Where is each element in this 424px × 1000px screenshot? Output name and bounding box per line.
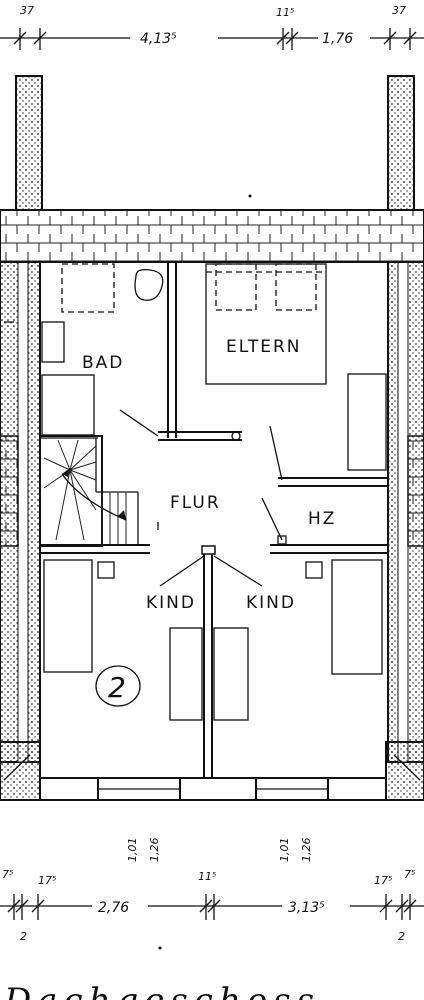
- dim-bottom-right-c: 2: [398, 930, 405, 943]
- room-label-flur: FLUR: [170, 493, 221, 513]
- dim-top-right-span: 1,76: [322, 31, 353, 47]
- dim-top-main: 4,13⁵: [140, 31, 177, 47]
- bottom-windows: [97, 777, 329, 801]
- unit-marker: 2: [95, 665, 141, 707]
- room-label-kind-left: KIND: [146, 593, 196, 613]
- dim-bottom-left-b: 17⁵: [38, 874, 56, 887]
- dim-window-left-2: 1,26: [148, 838, 161, 863]
- dim-bottom-span-right: 3,13⁵: [288, 900, 325, 916]
- dim-bottom-left-c: 2: [20, 930, 27, 943]
- top-dimension-line: 37 4,13⁵ 11⁵ 1,76 37: [0, 4, 424, 50]
- room-label-hz: HZ: [308, 509, 336, 529]
- bottom-dimension-line: 7⁵ 17⁵ 2 2,76 11⁵ 3,13⁵ 17⁵ 7⁵ 2: [0, 194, 424, 950]
- dim-bottom-left-a: 7⁵: [2, 868, 13, 881]
- dim-bottom-span-left: 2,76: [98, 900, 129, 916]
- unit-marker-number: 2: [108, 671, 126, 704]
- staircase: [0, 435, 424, 547]
- dim-window-left-1: 1,01: [126, 838, 139, 863]
- dim-bottom-right-a: 17⁵: [374, 874, 392, 887]
- dim-window-right-1: 1,01: [278, 838, 291, 863]
- brick-wall: [0, 209, 424, 263]
- dim-top-left-wall: 37: [20, 4, 34, 17]
- leader-lines: [119, 409, 287, 587]
- plan-title: Dachgeschoss: [3, 981, 320, 1000]
- window-dimensions: 1,01 1,26 1,01 1,26: [126, 838, 313, 863]
- dim-bottom-right-b: 7⁵: [404, 868, 415, 881]
- dim-top-right-wall: 37: [392, 4, 406, 17]
- interior-walls: [40, 262, 388, 778]
- room-label-bad: BAD: [82, 353, 124, 373]
- dim-window-right-2: 1,26: [300, 838, 313, 863]
- furniture: [4, 263, 387, 721]
- dim-top-mid-wall: 11⁵: [276, 6, 294, 19]
- dim-bottom-mid-wall: 11⁵: [198, 870, 216, 883]
- room-label-kind-right: KIND: [246, 593, 296, 613]
- room-label-eltern: ELTERN: [226, 337, 302, 357]
